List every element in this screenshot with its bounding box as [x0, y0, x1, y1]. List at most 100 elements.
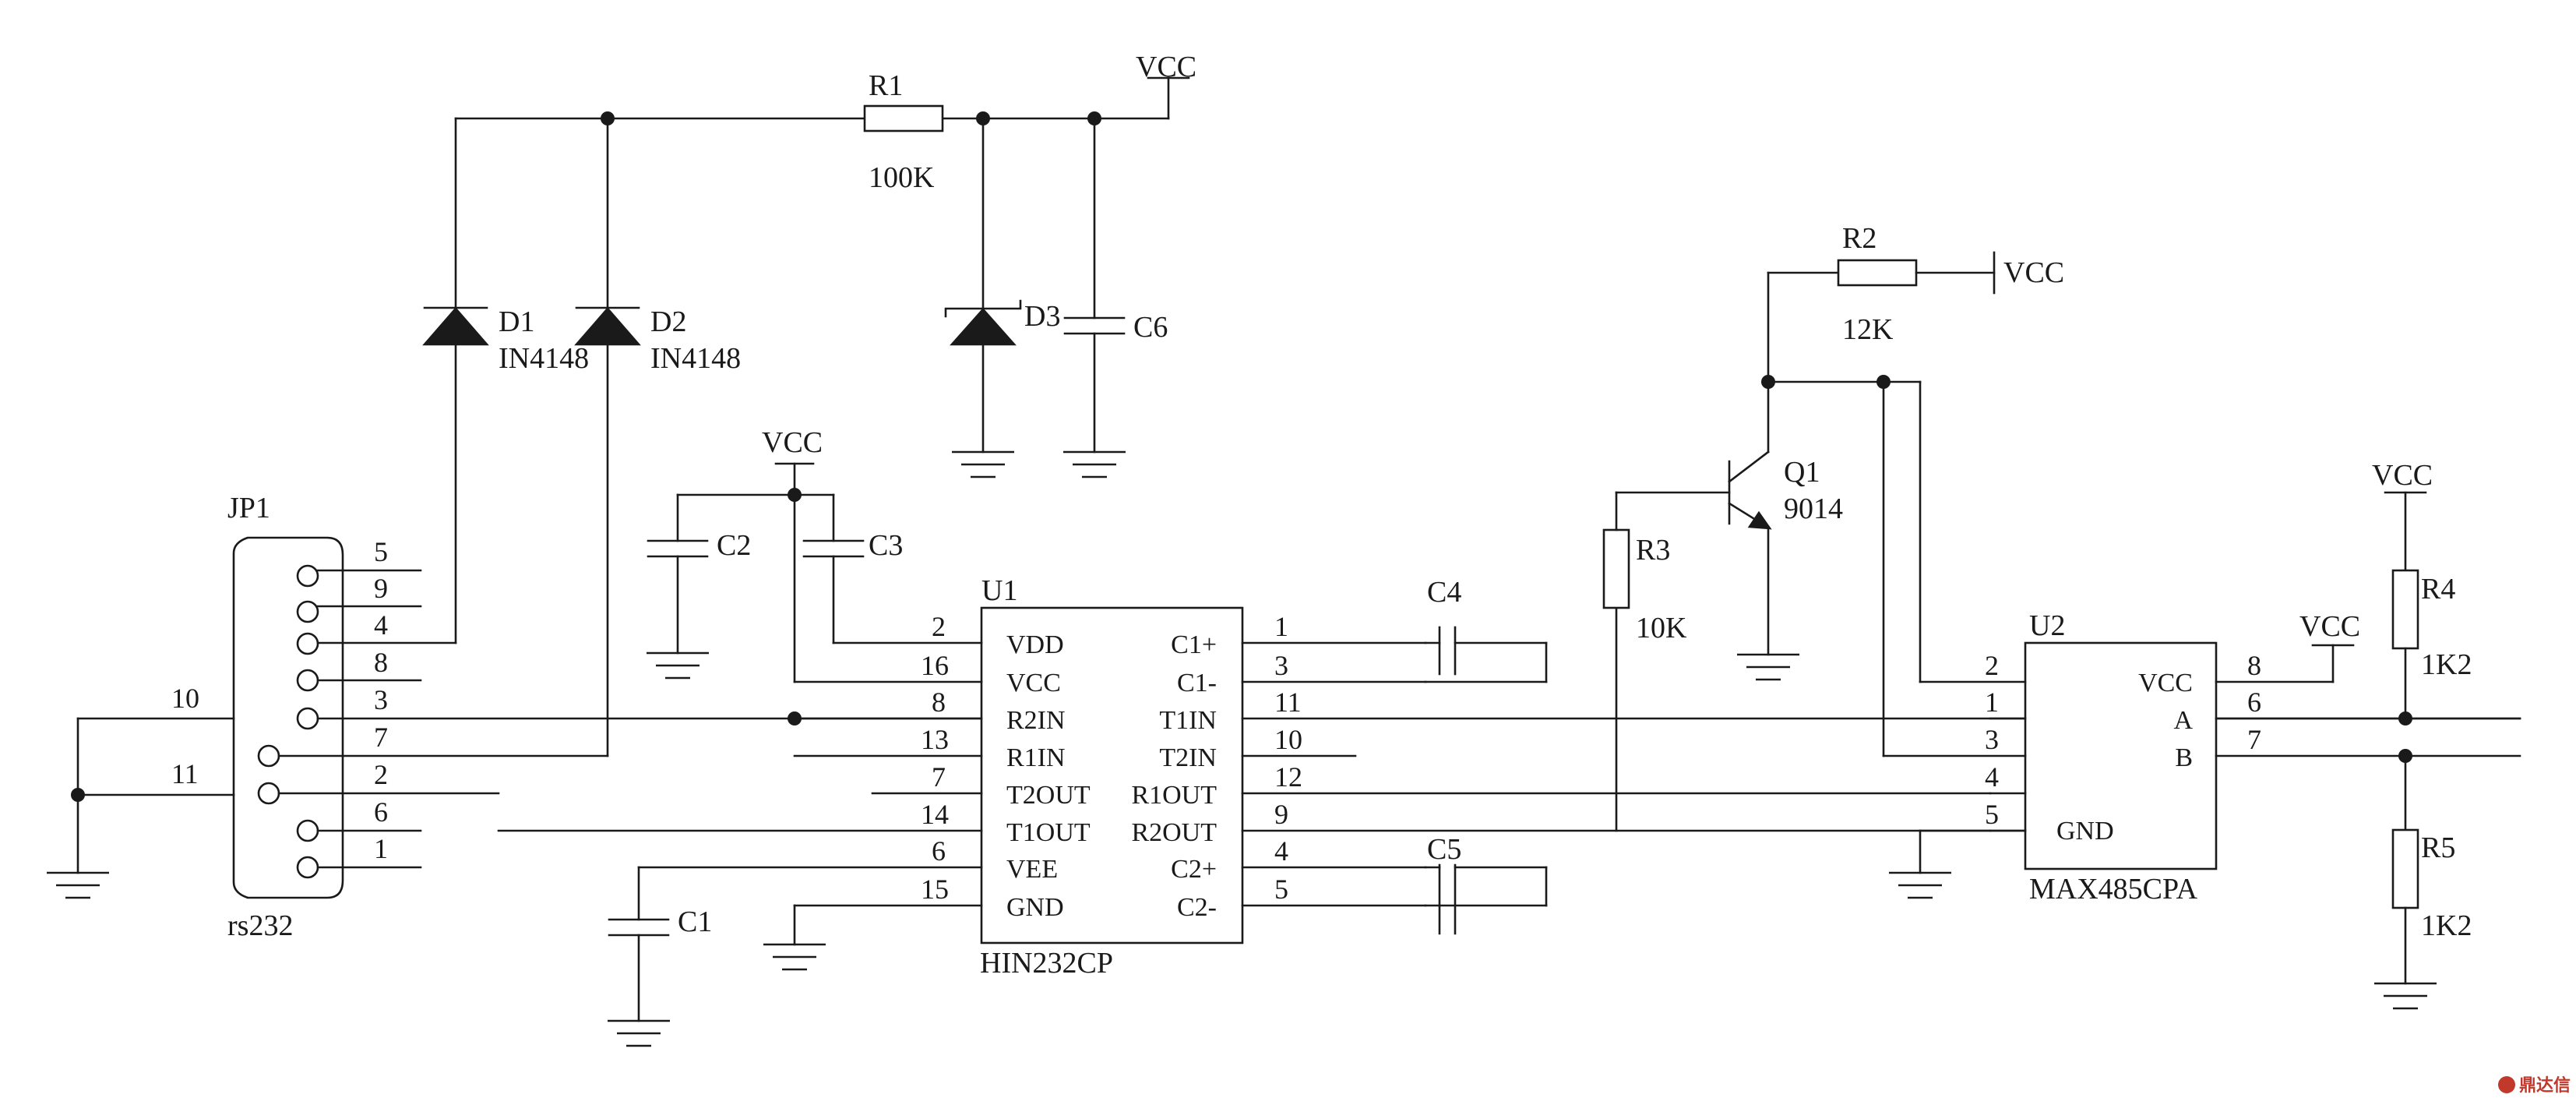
u2-part: MAX485CPA [2029, 873, 2198, 906]
jp1-name: rs232 [227, 909, 293, 942]
r4-value: 1K2 [2421, 648, 2472, 681]
c6-ref: C6 [1133, 311, 1168, 344]
top-rail [454, 76, 1190, 125]
u1-pin-name: R2IN [1006, 706, 1066, 735]
jp1-ref: JP1 [227, 492, 270, 524]
u2-pin-num: 7 [2247, 724, 2261, 755]
diode-d2 [574, 117, 641, 757]
ic-u1[interactable] [497, 606, 2521, 944]
d1-part: IN4148 [499, 342, 589, 375]
u1-pin-name: VDD [1006, 630, 1064, 659]
q1-ref: Q1 [1784, 456, 1820, 489]
u1-pin-num: 11 [1274, 687, 1302, 718]
u2-pin-num: 4 [1985, 761, 1999, 793]
u1-pin-name: GND [1006, 893, 1064, 922]
c5-ref: C5 [1427, 833, 1461, 866]
u2-pin-name: VCC [2138, 669, 2193, 697]
resistor-r1 [863, 104, 944, 132]
r5-value: 1K2 [2421, 909, 2472, 942]
r3-ref: R3 [1636, 534, 1670, 567]
r1-ref: R1 [869, 69, 903, 102]
u1-pin-name: T2OUT [1006, 781, 1091, 810]
u1-pin-num: 9 [1274, 799, 1288, 830]
u1-pin-num: 16 [921, 650, 949, 681]
u2-pin-num: 6 [2247, 687, 2261, 718]
u1-pin-name: C2+ [1171, 855, 1217, 884]
diode-d1 [422, 117, 489, 644]
jp1-pin-2: 2 [374, 759, 388, 790]
vcc-label-r4: VCC [2372, 459, 2433, 492]
u1-pin-name: C1- [1177, 669, 1217, 697]
r2-value: 12K [1842, 313, 1894, 346]
capacitor-c5 [1424, 863, 1548, 935]
vcc-label-r2: VCC [2003, 256, 2064, 289]
u2-pin-name: B [2175, 743, 2193, 772]
u2-pin-num: 3 [1985, 724, 1999, 755]
u1-pin-num: 4 [1274, 835, 1288, 867]
u1-pin-num: 5 [1274, 874, 1288, 905]
ic-u2[interactable] [1882, 380, 2521, 899]
u1-pin-name: R1IN [1006, 743, 1066, 772]
capacitor-c4 [1424, 626, 1548, 683]
capacitor-c1 [608, 866, 670, 1047]
transistor-q1 [1728, 380, 1799, 681]
u2-pin-num: 2 [1985, 650, 1999, 681]
u1-pin-num: 13 [921, 724, 949, 755]
resistor-r2 [1761, 251, 1996, 389]
c2-ref: C2 [717, 529, 751, 562]
d2-part: IN4148 [650, 342, 741, 375]
c1-ref: C1 [678, 906, 712, 938]
jp1-pin-1: 1 [374, 833, 388, 864]
u1-pin-name: T2IN [1159, 743, 1217, 772]
jp1-pin-9: 9 [374, 573, 388, 604]
u1-pin-num: 7 [932, 761, 946, 793]
jp1-pin-3: 3 [374, 684, 388, 715]
u2-pin-num: 5 [1985, 799, 1999, 830]
vcc-label-top: VCC [1136, 51, 1196, 83]
jp1-pin-11: 11 [171, 758, 199, 789]
r2-ref: R2 [1842, 222, 1876, 255]
r1-value: 100K [869, 161, 935, 194]
watermark-logo: 鼎达信 [2498, 1075, 2571, 1095]
u1-pin-num: 12 [1274, 761, 1302, 793]
u2-gnd-name: GND [2056, 817, 2114, 846]
u1-pin-num: 6 [932, 835, 946, 867]
vcc-node-u1 [676, 462, 835, 683]
ground-u1 [763, 904, 826, 971]
u1-pin-num: 3 [1274, 650, 1288, 681]
u1-pin-num: 14 [921, 799, 949, 830]
jp1-pin-7: 7 [374, 722, 388, 753]
capacitor-c2 [647, 493, 709, 680]
zener-diode-d3 [944, 117, 1022, 478]
d3-ref: D3 [1024, 300, 1060, 333]
u2-pin-num: 1 [1985, 687, 1999, 718]
jp1-pin-4: 4 [374, 609, 388, 641]
u1-pin-name: C2- [1177, 893, 1217, 922]
vcc-label-u1: VCC [762, 426, 823, 459]
u1-pin-name: VEE [1006, 855, 1058, 884]
u1-pin-name: T1IN [1159, 706, 1217, 735]
r3-value: 10K [1636, 612, 1687, 644]
capacitor-c6 [1063, 117, 1126, 478]
q1-part: 9014 [1784, 493, 1843, 525]
u1-pin-num: 1 [1274, 611, 1288, 642]
u1-pin-num: 8 [932, 687, 946, 718]
u1-pin-name: T1OUT [1006, 818, 1091, 847]
jp1-pin-6: 6 [374, 796, 388, 828]
d1-ref: D1 [499, 305, 534, 338]
db9-connector-jp1[interactable] [47, 536, 983, 899]
d2-ref: D2 [650, 305, 686, 338]
u2-pin-num: 8 [2247, 650, 2261, 681]
c4-ref: C4 [1427, 576, 1461, 609]
vcc-label-u2: VCC [2299, 610, 2360, 643]
r5-ref: R5 [2421, 831, 2455, 864]
c3-ref: C3 [869, 529, 903, 562]
u1-pin-name: R2OUT [1131, 818, 1217, 847]
u1-pin-name: VCC [1006, 669, 1061, 697]
u1-pin-num: 10 [1274, 724, 1302, 755]
u2-ref: U2 [2029, 609, 2065, 642]
u1-pin-name: R1OUT [1131, 781, 1217, 810]
jp1-pin-8: 8 [374, 647, 388, 678]
capacitor-c3 [802, 493, 865, 644]
